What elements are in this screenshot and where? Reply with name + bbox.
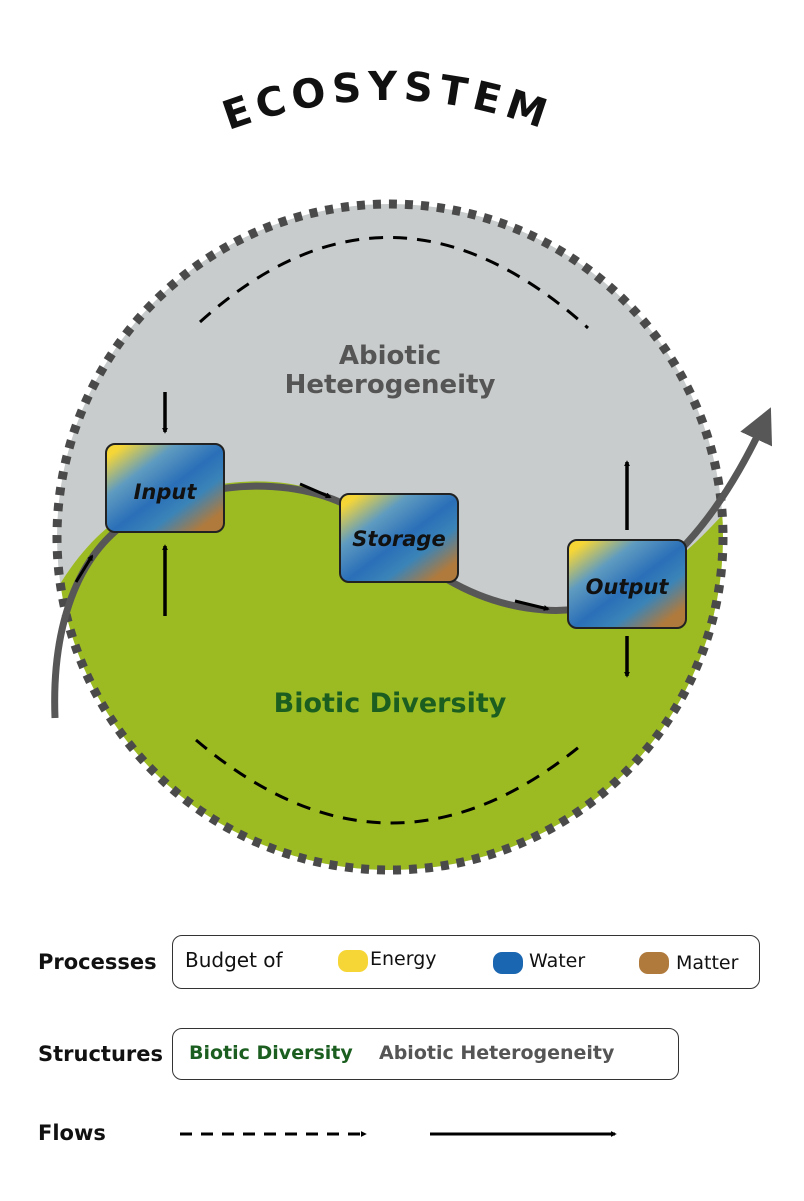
legend-processes-box: Budget of Energy Water Matter (172, 935, 760, 989)
flow-arrow-1 (74, 554, 94, 583)
storage-label: Storage (352, 527, 445, 551)
structures-biotic: Biotic Diversity (189, 1042, 353, 1064)
output-label: Output (586, 575, 670, 599)
ecosystem-boundary (52, 199, 728, 875)
cycle-arc-bottom (195, 738, 586, 825)
ecosystem-diagram: ECOSYSTEM Input Storage Output Abiotic H… (51, 64, 773, 875)
structures-abiotic: Abiotic Heterogeneity (379, 1042, 615, 1064)
diagram-title: ECOSYSTEM (217, 64, 558, 140)
legend-processes-label: Processes (38, 950, 157, 974)
abiotic-label-line1: Abiotic (339, 341, 441, 371)
energy-swatch (338, 950, 368, 972)
matter-swatch (639, 952, 669, 974)
legend-structures-box: Biotic Diversity Abiotic Heterogeneity (172, 1028, 679, 1080)
flow-arrow-2 (299, 482, 332, 499)
abiotic-label-line2: Heterogeneity (285, 370, 496, 400)
legend-flows-symbols (180, 1131, 617, 1137)
biotic-region (57, 470, 723, 870)
legend-flows-label: Flows (38, 1121, 106, 1145)
matter-label: Matter (676, 952, 739, 974)
storage-box: Storage (339, 493, 459, 583)
input-label: Input (134, 480, 198, 504)
legend-structures-label: Structures (38, 1042, 164, 1066)
water-swatch (493, 952, 523, 974)
budget-prefix: Budget of (185, 948, 283, 972)
energy-label: Energy (370, 948, 437, 970)
output-box: Output (567, 539, 687, 629)
cycle-arc-top (198, 236, 590, 330)
input-box: Input (105, 443, 225, 533)
flow-arrow-3 (514, 599, 550, 611)
water-label: Water (529, 950, 586, 972)
biotic-label: Biotic Diversity (274, 688, 507, 719)
